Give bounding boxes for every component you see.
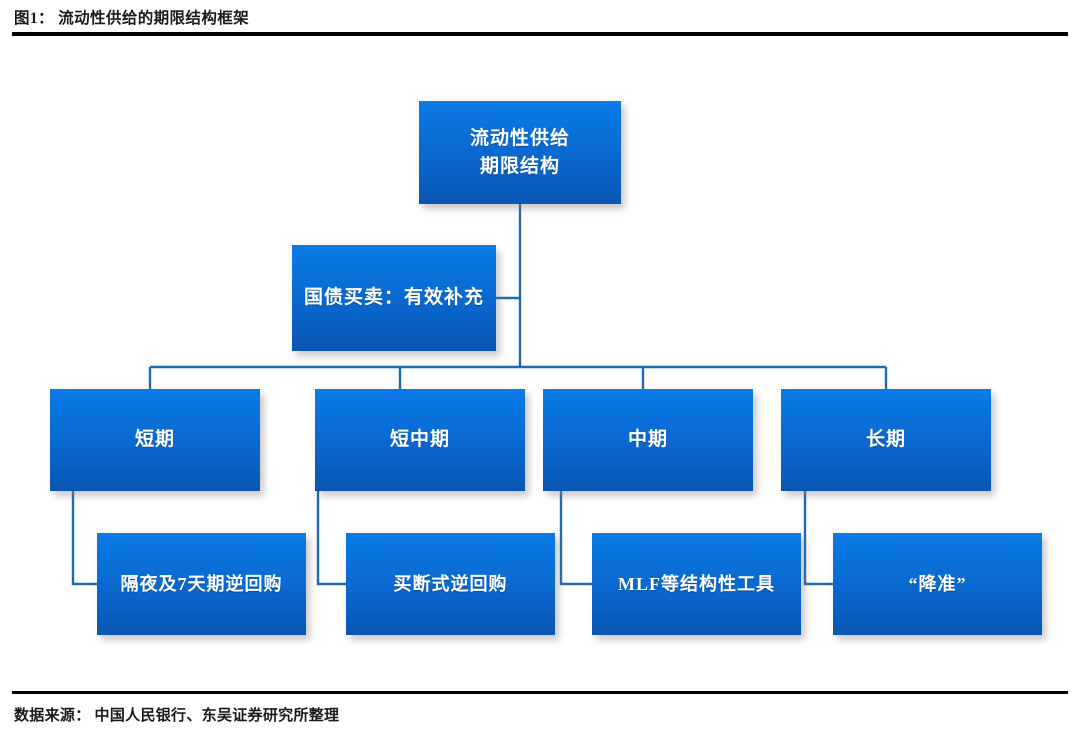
node-outright-reverse-repo-label: 买断式逆回购 (393, 573, 508, 594)
node-long-term-label: 长期 (865, 429, 906, 451)
edge-t3-2-to-t4-2 (316, 491, 346, 586)
node-mlf-structural-tools[interactable]: MLF等结构性工具 (592, 533, 801, 635)
node-overnight-7day-reverse-repo[interactable]: 隔夜及7天期逆回购 (97, 533, 306, 635)
node-long-term[interactable]: 长期 (781, 389, 991, 491)
footer-divider-rule (12, 691, 1068, 694)
node-root[interactable]: 流动性供给 期限结构 (419, 101, 621, 204)
node-mlf-structural-tools-label: MLF等结构性工具 (618, 573, 775, 594)
exhibit-title: 图1： 流动性供给的期限结构框架 (14, 10, 250, 27)
node-outright-reverse-repo[interactable]: 买断式逆回购 (346, 533, 555, 635)
node-rrr-cut[interactable]: “降准” (833, 533, 1042, 635)
node-root-label-line1: 流动性供给 (469, 127, 570, 149)
node-rrr-cut-label: “降准” (908, 573, 967, 594)
node-medium-term-label: 中期 (627, 429, 668, 451)
connector-layer (71, 204, 888, 586)
flowchart-diagram: 流动性供给 期限结构 国债买卖：有效补充 短期 短中期 中期 长期 隔夜及7天期… (0, 40, 1080, 688)
edge-t3-1-to-t4-1 (71, 491, 97, 586)
node-root-label-line2: 期限结构 (479, 155, 560, 177)
node-aux-label: 国债买卖：有效补充 (303, 287, 484, 309)
node-short-term[interactable]: 短期 (50, 389, 260, 491)
node-medium-term[interactable]: 中期 (543, 389, 753, 491)
node-government-bond-trading[interactable]: 国债买卖：有效补充 (292, 245, 496, 351)
node-short-medium-term[interactable]: 短中期 (315, 389, 525, 491)
header-divider-rule (12, 32, 1068, 36)
node-overnight-7day-reverse-repo-label: 隔夜及7天期逆回购 (120, 573, 283, 594)
node-short-medium-term-label: 短中期 (389, 429, 450, 451)
node-short-term-label: 短期 (134, 429, 175, 451)
source-note: 数据来源： 中国人民银行、东吴证券研究所整理 (14, 708, 340, 724)
edge-t3-4-to-t4-4 (803, 491, 833, 586)
edge-t3-3-to-t4-3 (559, 491, 592, 586)
